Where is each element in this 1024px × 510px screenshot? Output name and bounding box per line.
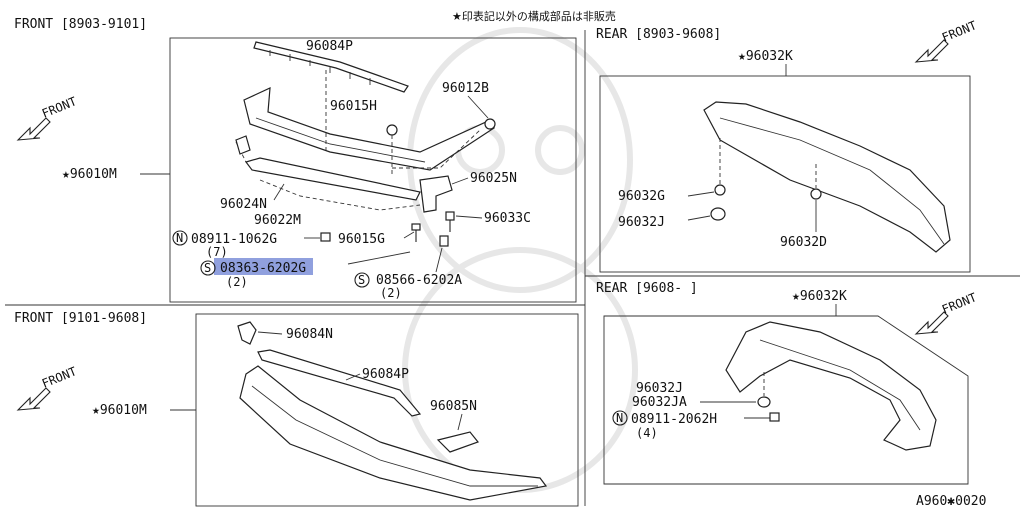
part-96084n xyxy=(237,321,257,345)
symbol-n-circle: N xyxy=(172,230,188,246)
label-96012b: 96012B xyxy=(442,81,489,96)
part-96015g-clip xyxy=(411,223,421,242)
part-96032j-grommet xyxy=(710,207,726,221)
section-frame-4 xyxy=(603,315,969,485)
section-rear-9608: REAR [9608- ] FRONT ★96032K 96032J 96032… xyxy=(596,281,979,485)
label-96032k: ★96032K xyxy=(738,49,793,64)
part-96032j-grommet-2 xyxy=(757,396,771,408)
part-96025n-bracket xyxy=(419,175,453,213)
label-08363-qty: (2) xyxy=(226,275,248,289)
part-96032g-clip xyxy=(714,184,726,196)
label-96025n: 96025N xyxy=(470,171,517,186)
label-96084p-2: 96084P xyxy=(362,367,409,382)
part-08911-2062h-nut xyxy=(769,412,780,422)
svg-text:FRONT: FRONT xyxy=(940,290,979,317)
label-08911-2062h: 08911-2062H xyxy=(631,412,717,427)
svg-text:N: N xyxy=(176,231,183,245)
label-08911-2062h-qty: (4) xyxy=(636,426,658,440)
front-arrow-icon-3: FRONT xyxy=(914,18,979,63)
label-08566-6202a: 08566-6202A xyxy=(376,273,462,288)
section-title-2: FRONT [9101-9608] xyxy=(14,311,147,326)
section-title: FRONT [8903-9101] xyxy=(14,17,147,32)
section-frame xyxy=(169,37,577,303)
label-96033c: 96033C xyxy=(484,211,531,226)
section-title-3: REAR [8903-9608] xyxy=(596,27,721,42)
label-96032ja: 96032JA xyxy=(632,395,687,410)
label-96084n: 96084N xyxy=(286,327,333,342)
svg-text:N: N xyxy=(616,411,623,425)
section-title-4: REAR [9608- ] xyxy=(596,281,698,296)
part-96032d-clip xyxy=(810,188,822,200)
label-08363-6202g[interactable]: 08363-6202G xyxy=(220,261,306,276)
part-bracket-left xyxy=(235,135,251,155)
label-96032j: 96032J xyxy=(618,215,665,230)
header-note: ★印表記以外の構成部品は非販売 xyxy=(452,9,616,23)
section-front-8903-9101: FRONT [8903-9101] FRONT 96084P 96012B 96… xyxy=(14,17,577,303)
symbol-n-circle-2: N xyxy=(612,410,628,426)
front-arrow-icon-2: FRONT xyxy=(16,364,79,411)
part-08911-nut xyxy=(320,232,331,242)
part-96084p-strip xyxy=(253,41,409,93)
part-96033c-lower xyxy=(439,235,449,247)
part-96024n-lip xyxy=(244,157,421,201)
part-rear-wing xyxy=(725,321,937,451)
label-96015g: 96015G xyxy=(338,232,385,247)
section-rear-8903-9608: REAR [8903-9608] FRONT ★96032K 96032G 96… xyxy=(596,18,979,273)
figure-code: A960✱0020 xyxy=(916,494,986,509)
label-96084p: 96084P xyxy=(306,39,353,54)
front-arrow-icon: FRONT xyxy=(16,94,79,141)
label-96032j-2: 96032J xyxy=(636,381,683,396)
svg-text:FRONT: FRONT xyxy=(40,364,79,391)
part-96084p-strip-2 xyxy=(257,349,422,417)
label-96085n: 96085N xyxy=(430,399,477,414)
label-96032k-2: ★96032K xyxy=(792,289,847,304)
svg-text:S: S xyxy=(204,261,211,275)
label-08566-qty: (2) xyxy=(380,286,402,300)
section-front-9101-9608: FRONT [9101-9608] FRONT ★96010M 96084N 9… xyxy=(14,311,579,507)
part-96012b-clip xyxy=(484,118,496,130)
part-96085n xyxy=(436,431,479,453)
label-96032d: 96032D xyxy=(780,235,827,250)
symbol-s-circle-2: S xyxy=(354,272,370,288)
front-arrow-icon-4: FRONT xyxy=(914,290,979,335)
svg-text:FRONT: FRONT xyxy=(940,18,979,45)
label-08911-1062g: 08911-1062G xyxy=(191,232,277,247)
label-96022m: 96022M xyxy=(254,213,301,228)
front-arrow-label: FRONT xyxy=(40,94,79,121)
label-96010m-2: ★96010M xyxy=(92,403,147,418)
watermark-emblem xyxy=(402,27,638,493)
highlight-08363 xyxy=(214,258,313,275)
label-08911-qty: (7) xyxy=(206,245,228,259)
part-96015h-clip xyxy=(386,124,398,136)
part-rear-spoiler xyxy=(703,101,951,253)
label-96024n: 96024N xyxy=(220,197,267,212)
part-96033c-bolt xyxy=(445,211,455,232)
svg-text:S: S xyxy=(358,273,365,287)
part-front-bumper-2 xyxy=(239,365,548,501)
section-frame-3 xyxy=(599,75,971,273)
symbol-s-circle: S xyxy=(200,260,216,276)
label-96010m: ★96010M xyxy=(62,167,117,182)
label-96032g: 96032G xyxy=(618,189,665,204)
label-96015h: 96015H xyxy=(330,99,377,114)
